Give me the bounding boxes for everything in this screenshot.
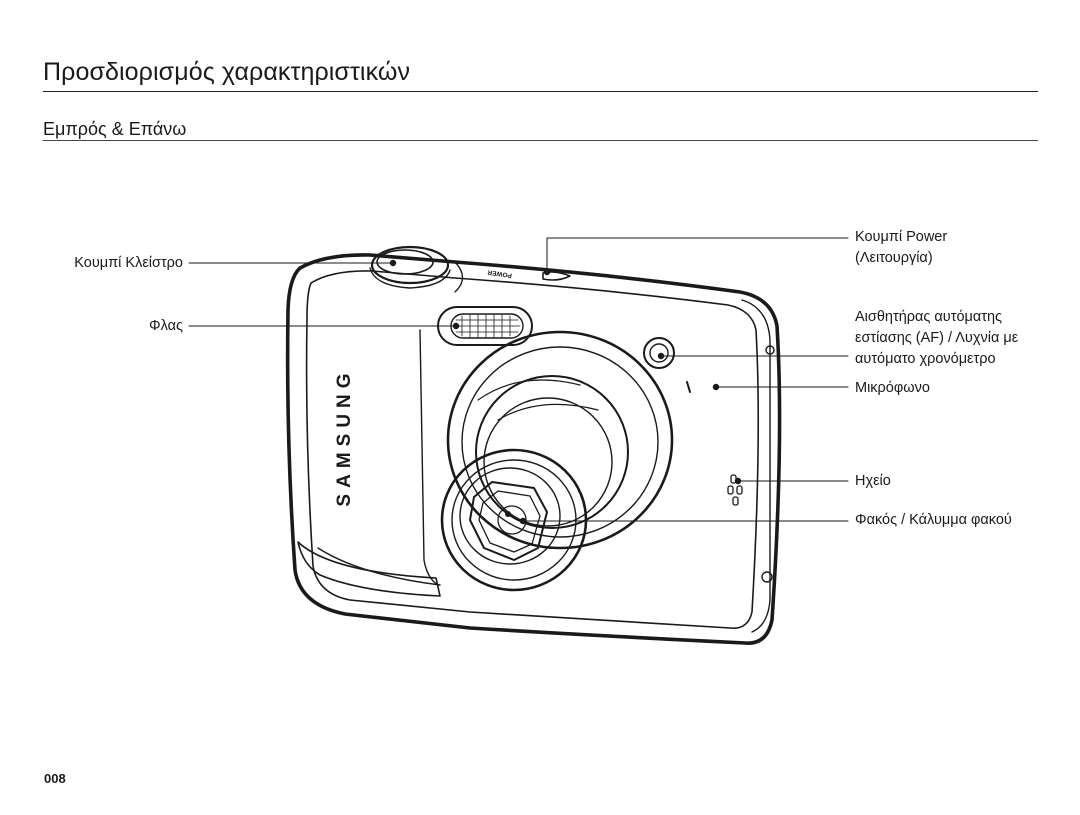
af-sensor-lamp	[643, 337, 675, 369]
brand-logo: SAMSUNG	[334, 367, 355, 506]
microphone-hole	[686, 381, 691, 393]
page-number: 008	[44, 771, 66, 786]
strap-eyelet	[765, 345, 775, 355]
label-af-sensor-line1: Αισθητήρας αυτόματης	[855, 309, 1003, 325]
leader-power	[546, 237, 849, 273]
camera-body	[285, 253, 782, 645]
power-button[interactable]	[542, 271, 571, 281]
power-engraving: POWER	[487, 268, 513, 278]
page-title: Προσδιορισμός χαρακτηριστικών	[43, 58, 411, 86]
top-plate-ridge	[454, 261, 464, 293]
label-flash: Φλας	[149, 318, 183, 334]
label-power-mode: (Λειτουργία)	[855, 250, 933, 266]
label-shutter-button: Κουμπί Κλείστρο	[74, 255, 183, 271]
label-microphone: Μικρόφωνο	[855, 380, 930, 396]
label-af-sensor-line3: αυτόματο χρονόμετρο	[855, 351, 996, 367]
label-af-sensor-line2: εστίασης (AF) / Λυχνία με	[855, 330, 1019, 346]
side-screw	[761, 571, 773, 583]
label-lens: Φακός / Κάλυμμα φακού	[855, 512, 1012, 528]
title-divider	[43, 91, 1038, 92]
lens-assembly	[440, 330, 674, 592]
label-power-button: Κουμπί Power	[855, 229, 948, 245]
callout-leaders	[188, 237, 849, 525]
section-divider	[43, 140, 1038, 141]
section-title: Εμπρός & Επάνω	[43, 119, 187, 139]
shutter-button[interactable]	[369, 245, 451, 289]
label-speaker: Ηχείο	[855, 473, 891, 489]
